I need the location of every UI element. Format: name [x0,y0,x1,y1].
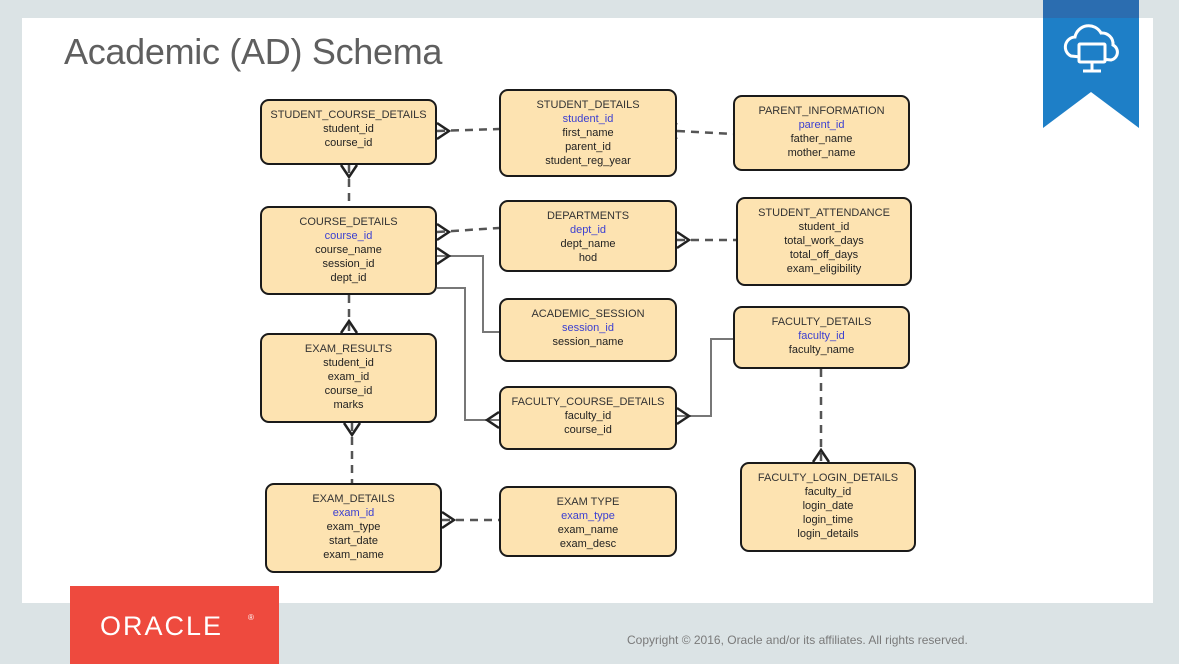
entity-attribute: exam_name [557,524,619,536]
entity-attribute: login_details [797,528,859,540]
entity-name: EXAM TYPE [556,496,620,508]
entity-attribute: exam_desc [559,538,617,550]
entity-name: EXAM_DETAILS [312,493,395,505]
entity-attribute: student_id [323,123,374,135]
crows-foot-marker [441,510,457,530]
entity-attribute: session_name [552,336,624,348]
entity-attribute: faculty_id [564,410,612,422]
entity-name: FACULTY_DETAILS [771,316,872,328]
entity-attribute: total_work_days [784,235,864,247]
entity-key-attribute: exam_id [332,507,375,519]
page-title: Academic (AD) Schema [64,31,443,72]
entity-attribute: exam_type [326,521,381,533]
crows-foot-marker [436,121,452,141]
cloud-computer-icon [1043,0,1139,128]
entity-attribute: dept_id [330,272,367,284]
entity-name: ACADEMIC_SESSION [531,308,645,320]
entity-attribute: login_date [802,500,854,512]
relationship-scd-sd [436,127,500,133]
entity-attribute: dept_name [560,238,616,250]
relationship-fd-fcd [677,338,733,417]
entity-name: DEPARTMENTS [546,210,630,222]
entity-key-attribute: dept_id [569,224,607,236]
entity-name: STUDENT_ATTENDANCE [758,207,890,219]
entity-name: PARENT_INFORMATION [758,105,885,117]
entity-attribute: student_reg_year [545,155,631,167]
entity-attribute: course_id [324,137,373,149]
entity-attribute: exam_eligibility [786,263,862,275]
entity-name: STUDENT_COURSE_DETAILS [270,109,427,121]
entity-key-attribute: student_id [562,113,614,125]
crows-foot-marker [436,246,452,266]
entity-key-attribute: exam_type [561,510,615,522]
entity-attribute: marks [333,399,364,411]
entity-attribute: mother_name [787,147,856,159]
relationship-cd-dept [436,226,500,234]
entity-name: FACULTY_LOGIN_DETAILS [757,472,899,484]
relationship-sd-pi [676,129,734,136]
entity-key-attribute: parent_id [798,119,845,131]
crows-foot-marker [436,222,452,242]
copyright-text: Copyright © 2016, Oracle and/or its affi… [627,633,968,647]
entity-attribute: father_name [790,133,853,145]
entity-faculty-details: FACULTY_DETAILS faculty_id faculty_name [733,306,910,369]
entity-name: COURSE_DETAILS [299,216,398,228]
oracle-logo [70,586,279,664]
entity-student-attendance: STUDENT_ATTENDANCE student_id total_work_d… [736,197,912,286]
relationship-cd-fcd [437,287,499,421]
entity-name: FACULTY_COURSE_DETAILS [511,396,665,408]
entity-key-attribute: session_id [562,322,614,334]
entity-exam-type: EXAM TYPE exam_type exam_name exam_desc [499,486,677,557]
entity-attribute: faculty_name [788,344,855,356]
entity-attribute: login_time [802,514,854,526]
crows-foot-marker [339,164,359,180]
entity-attribute: first_name [562,127,614,139]
crows-foot-marker [676,230,692,250]
entity-attribute: faculty_id [804,486,852,498]
entity-name: STUDENT_DETAILS [536,99,640,111]
relationship-cd-as [437,255,499,333]
entity-name: EXAM_RESULTS [304,343,393,355]
entity-attribute: course_name [315,244,382,256]
crows-foot-marker [676,406,692,426]
entity-attribute: student_id [798,221,850,233]
entity-attribute: exam_name [323,549,384,561]
entity-attribute: session_id [322,258,375,270]
entity-attribute: course_id [324,385,373,397]
entity-attribute: hod [578,252,598,264]
crows-foot-marker [339,318,359,334]
entity-academic-session: ACADEMIC_SESSION session_id session_name [499,298,677,362]
entity-attribute: parent_id [565,141,611,153]
entity-key-attribute: course_id [324,230,373,242]
crows-foot-marker [342,422,362,438]
oracle-logo-mark: ® [248,613,254,622]
entity-student-course-details: STUDENT_COURSE_DETAILS student_id course_i… [260,99,437,165]
crows-foot-marker [811,447,831,463]
entity-attribute: course_id [564,424,612,436]
entity-attribute: student_id [323,357,374,369]
crows-foot-marker [484,410,500,430]
entity-attribute: total_off_days [789,249,859,261]
oracle-logo-text: ORACLE [100,611,224,641]
entity-attribute: start_date [329,535,378,547]
entity-attribute: exam_id [327,371,370,383]
entity-faculty-course-details: FACULTY_COURSE_DETAILS faculty_id course_i… [499,386,677,450]
entity-key-attribute: faculty_id [798,330,845,342]
entity-faculty-login-details: FACULTY_LOGIN_DETAILS faculty_id login_dat… [740,462,916,552]
